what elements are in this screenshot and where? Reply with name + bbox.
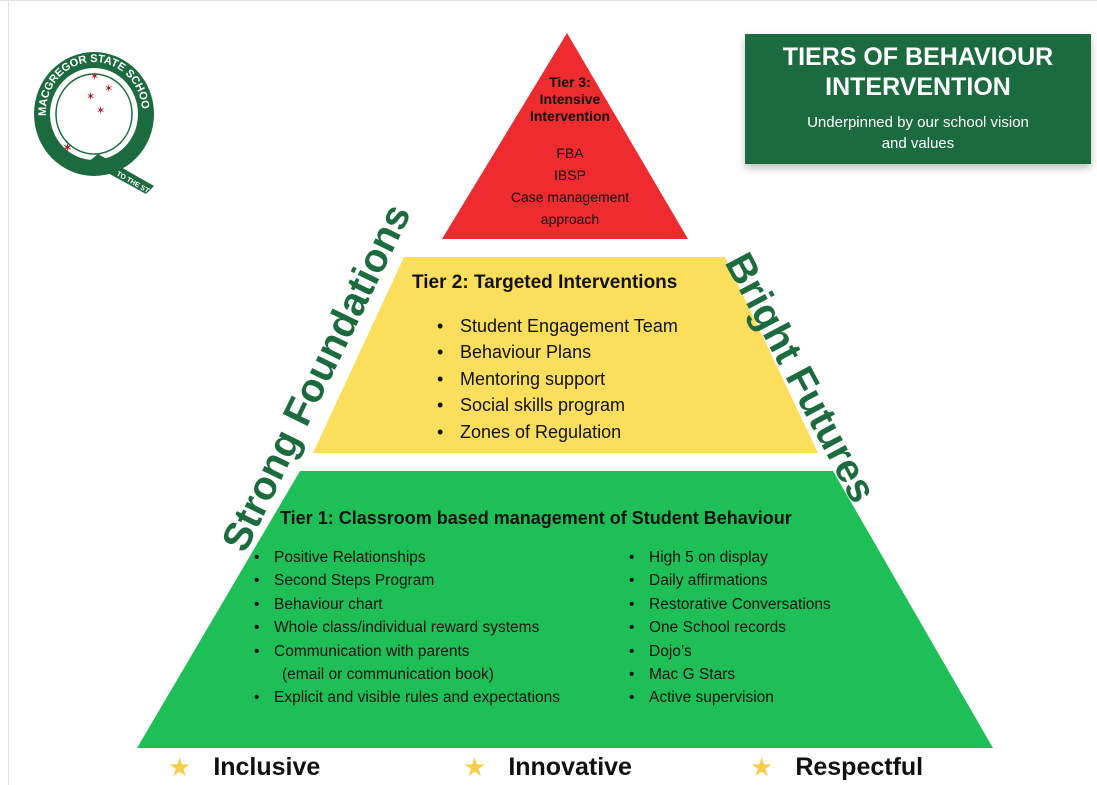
svg-text:✶: ✶ (104, 82, 113, 95)
tier1-item: Whole class/individual reward systems (254, 616, 560, 639)
tier2-list: Student Engagement Team Behaviour Plans … (437, 313, 678, 445)
tier1-item: Dojo’s (629, 640, 831, 663)
title-subheading: Underpinned by our school vision and val… (807, 114, 1029, 152)
title-heading: TIERS OF BEHAVIOUR INTERVENTION (782, 43, 1054, 101)
tier2-item: Student Engagement Team (437, 313, 678, 339)
tier2-item: Behaviour Plans (437, 339, 678, 365)
tier3-item: approach (540, 211, 600, 227)
value-label: Inclusive (213, 753, 321, 781)
tier1-heading: Tier 1: Classroom based management of St… (280, 508, 792, 528)
frame-top-border (0, 0, 1097, 1)
value-label: Innovative (508, 753, 632, 781)
values-row: ★ Inclusive ★ Innovative ★ Respectful (0, 752, 1097, 785)
tier2-item: Mentoring support (437, 366, 678, 392)
tier3-heading-line: Tier 3: (549, 74, 591, 90)
tier1-item: High 5 on display (629, 546, 831, 569)
star-icon: ★ (168, 752, 192, 782)
tier3-heading-line: Intervention (529, 108, 611, 124)
svg-text:✶: ✶ (86, 90, 95, 103)
tier1-item: One School records (629, 616, 831, 639)
tier1-item: Daily affirmations (629, 569, 831, 592)
tier2-item: Social skills program (437, 392, 678, 418)
tier3-triangle (442, 33, 688, 239)
school-logo: MACGREGOR STATE SCHOOL TO THE STARS ✶ ✶ … (28, 34, 160, 194)
svg-text:TO THE STARS: TO THE STARS (115, 171, 160, 194)
tier1-item: Active supervision (629, 686, 831, 709)
value-item: ★ Innovative (463, 752, 632, 782)
southern-cross-icon: ✶ ✶ ✶ ✶ ✶ (62, 70, 113, 156)
tier1-item: Positive Relationships (254, 546, 560, 569)
star-icon: ★ (463, 752, 487, 782)
svg-text:✶: ✶ (90, 70, 99, 83)
svg-text:✶: ✶ (96, 104, 105, 117)
tier1-item: Behaviour chart (254, 593, 560, 616)
tier1-item: Restorative Conversations (629, 593, 831, 616)
star-icon: ★ (750, 752, 774, 782)
tier2-heading: Tier 2: Targeted Interventions (412, 272, 678, 293)
tier1-item: Communication with parents (254, 640, 560, 663)
tier1-item: Mac G Stars (629, 663, 831, 686)
tier3-content: Tier 3: Intensive Intervention FBA IBSP … (480, 74, 660, 230)
svg-text:✶: ✶ (62, 141, 73, 156)
value-item: ★ Inclusive (168, 752, 320, 782)
title-box: TIERS OF BEHAVIOUR INTERVENTION Underpin… (745, 34, 1091, 164)
tier3-heading-line: Intensive (539, 91, 601, 107)
tier1-item-continuation: (email or communication book) (282, 666, 494, 684)
tier3-item: Case management (510, 189, 630, 205)
tier3-item: IBSP (554, 167, 586, 183)
tier3-item: FBA (556, 145, 584, 161)
frame-left-border (8, 0, 9, 785)
tier1-left-list: Positive Relationships Second Steps Prog… (254, 546, 560, 710)
tier3-items: FBA IBSP Case management approach (480, 142, 660, 230)
tier1-item: Second Steps Program (254, 569, 560, 592)
tier2-item: Zones of Regulation (437, 419, 678, 445)
value-label: Respectful (795, 753, 924, 781)
tier1-item: Explicit and visible rules and expectati… (254, 686, 560, 709)
tier3-heading: Tier 3: Intensive Intervention (480, 74, 660, 125)
tier1-right-list: High 5 on display Daily affirmations Res… (629, 546, 831, 710)
value-item: ★ Respectful (750, 752, 923, 782)
